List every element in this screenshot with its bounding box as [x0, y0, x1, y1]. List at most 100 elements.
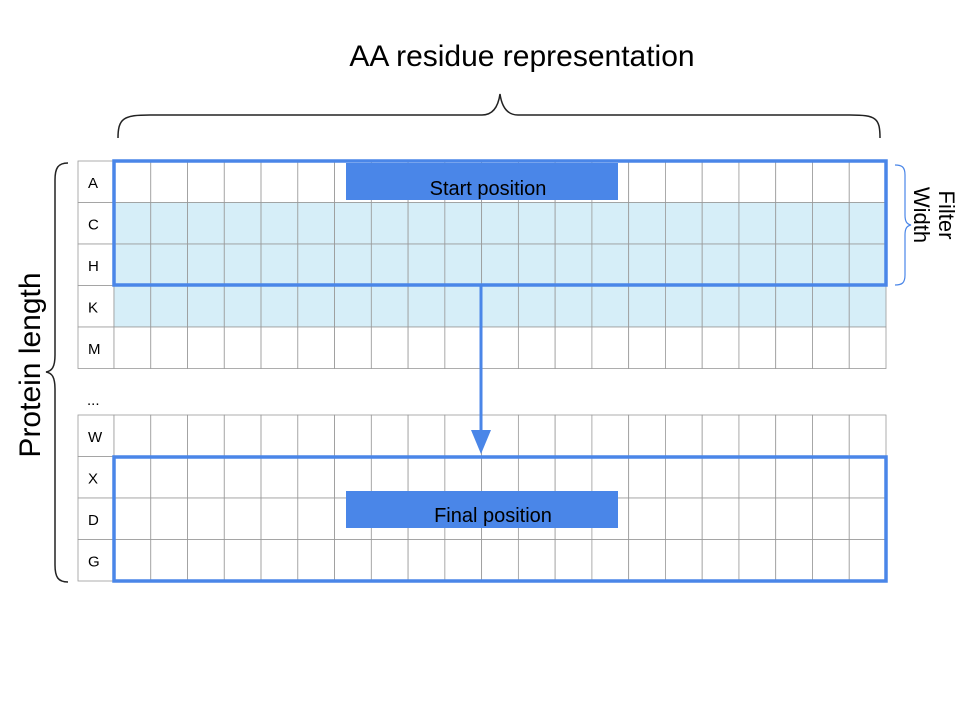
- grid-row-G: G: [77, 539, 887, 582]
- grid-cell: [554, 285, 593, 328]
- grid-cell: [113, 160, 152, 203]
- grid-cell: [260, 456, 299, 499]
- grid-cell: [848, 414, 887, 457]
- grid-cell: [260, 243, 299, 286]
- grid-cell: [812, 497, 850, 540]
- start-position-banner: [346, 163, 618, 200]
- diagram-title: AA residue representation: [349, 40, 694, 73]
- row-label-cell: [77, 414, 115, 457]
- grid-cell: [297, 414, 335, 457]
- grid-cell: [334, 243, 372, 286]
- grid-cell: [187, 539, 225, 582]
- grid-cell: [665, 285, 703, 328]
- left-brace: [45, 162, 69, 583]
- grid-cell: [517, 539, 556, 582]
- grid-row-K: K: [77, 285, 887, 328]
- grid-cell: [407, 326, 446, 369]
- grid-cell: [444, 539, 483, 582]
- row-label: W: [88, 429, 103, 446]
- grid-cell: [481, 243, 519, 286]
- grid-cell: [738, 497, 777, 540]
- grid-cell: [481, 539, 519, 582]
- grid-cell: [260, 160, 299, 203]
- row-label-cell: [77, 497, 115, 540]
- grid-cell: [775, 497, 813, 540]
- grid-cell: [701, 326, 740, 369]
- grid-cell: [334, 326, 372, 369]
- grid-cell: [187, 202, 225, 245]
- filter-width-brace: [894, 164, 912, 286]
- grid-cell: [223, 326, 262, 369]
- grid-cell: [150, 243, 188, 286]
- row-label: C: [88, 216, 99, 233]
- grid-cell: [738, 160, 777, 203]
- grid-cell: [591, 202, 630, 245]
- grid-cell: [517, 414, 556, 457]
- grid-cell: [665, 539, 703, 582]
- grid-cell: [481, 202, 519, 245]
- row-label-cell: [77, 456, 115, 499]
- grid-cell: [517, 326, 556, 369]
- grid-cell: [775, 243, 813, 286]
- grid-cell: [812, 243, 850, 286]
- grid-cell: [665, 456, 703, 499]
- grid-cell: [370, 243, 409, 286]
- y-axis-label: Protein length: [14, 272, 47, 457]
- grid-cell: [334, 539, 372, 582]
- grid-cell: [370, 285, 409, 328]
- grid-cell: [628, 243, 666, 286]
- grid-cell: [260, 539, 299, 582]
- grid-cell: [223, 456, 262, 499]
- grid-cell: [701, 202, 740, 245]
- grid-cell: [481, 326, 519, 369]
- grid-cell: [554, 202, 593, 245]
- grid-cell: [187, 160, 225, 203]
- grid-cell: [187, 497, 225, 540]
- grid-cell: [223, 497, 262, 540]
- grid-cell: [665, 497, 703, 540]
- grid-cell: [554, 414, 593, 457]
- row-label: K: [88, 299, 98, 316]
- grid-cell: [848, 326, 887, 369]
- grid-cell: [517, 243, 556, 286]
- row-label-cell: [77, 539, 115, 582]
- grid-cell: [554, 243, 593, 286]
- grid-cell: [848, 160, 887, 203]
- grid-cell: [812, 285, 850, 328]
- grid-row-C: C: [77, 202, 887, 245]
- grid-cell: [701, 456, 740, 499]
- grid-cell: [297, 202, 335, 245]
- grid-cell: [223, 285, 262, 328]
- grid-cell: [775, 160, 813, 203]
- grid-cell: [738, 456, 777, 499]
- row-label-cell: [77, 285, 115, 328]
- grid-cell: [444, 202, 483, 245]
- grid-cell: [775, 539, 813, 582]
- grid-cell: [591, 243, 630, 286]
- row-label: A: [88, 175, 98, 192]
- grid-cell: [701, 414, 740, 457]
- grid-row-X: X: [77, 456, 887, 499]
- grid-cell: [260, 285, 299, 328]
- ellipsis-text: ...: [87, 392, 100, 409]
- grid-cell: [481, 285, 519, 328]
- final-position-banner: [346, 491, 618, 528]
- start-position-label: Start position: [430, 178, 547, 200]
- grid-cell: [665, 326, 703, 369]
- row-label: M: [88, 341, 101, 358]
- grid-cell: [444, 243, 483, 286]
- row-label: D: [88, 512, 99, 529]
- grid-cell: [775, 326, 813, 369]
- row-label: H: [88, 258, 99, 275]
- grid-cell: [297, 243, 335, 286]
- grid-row-M: M: [77, 326, 887, 369]
- grid-cell: [150, 202, 188, 245]
- grid-cell: [628, 160, 666, 203]
- grid-cell: [812, 414, 850, 457]
- grid-cell: [370, 414, 409, 457]
- grid-cell: [775, 285, 813, 328]
- grid-cell: [334, 414, 372, 457]
- grid-cell: [150, 539, 188, 582]
- grid-cell: [407, 414, 446, 457]
- grid-cell: [738, 539, 777, 582]
